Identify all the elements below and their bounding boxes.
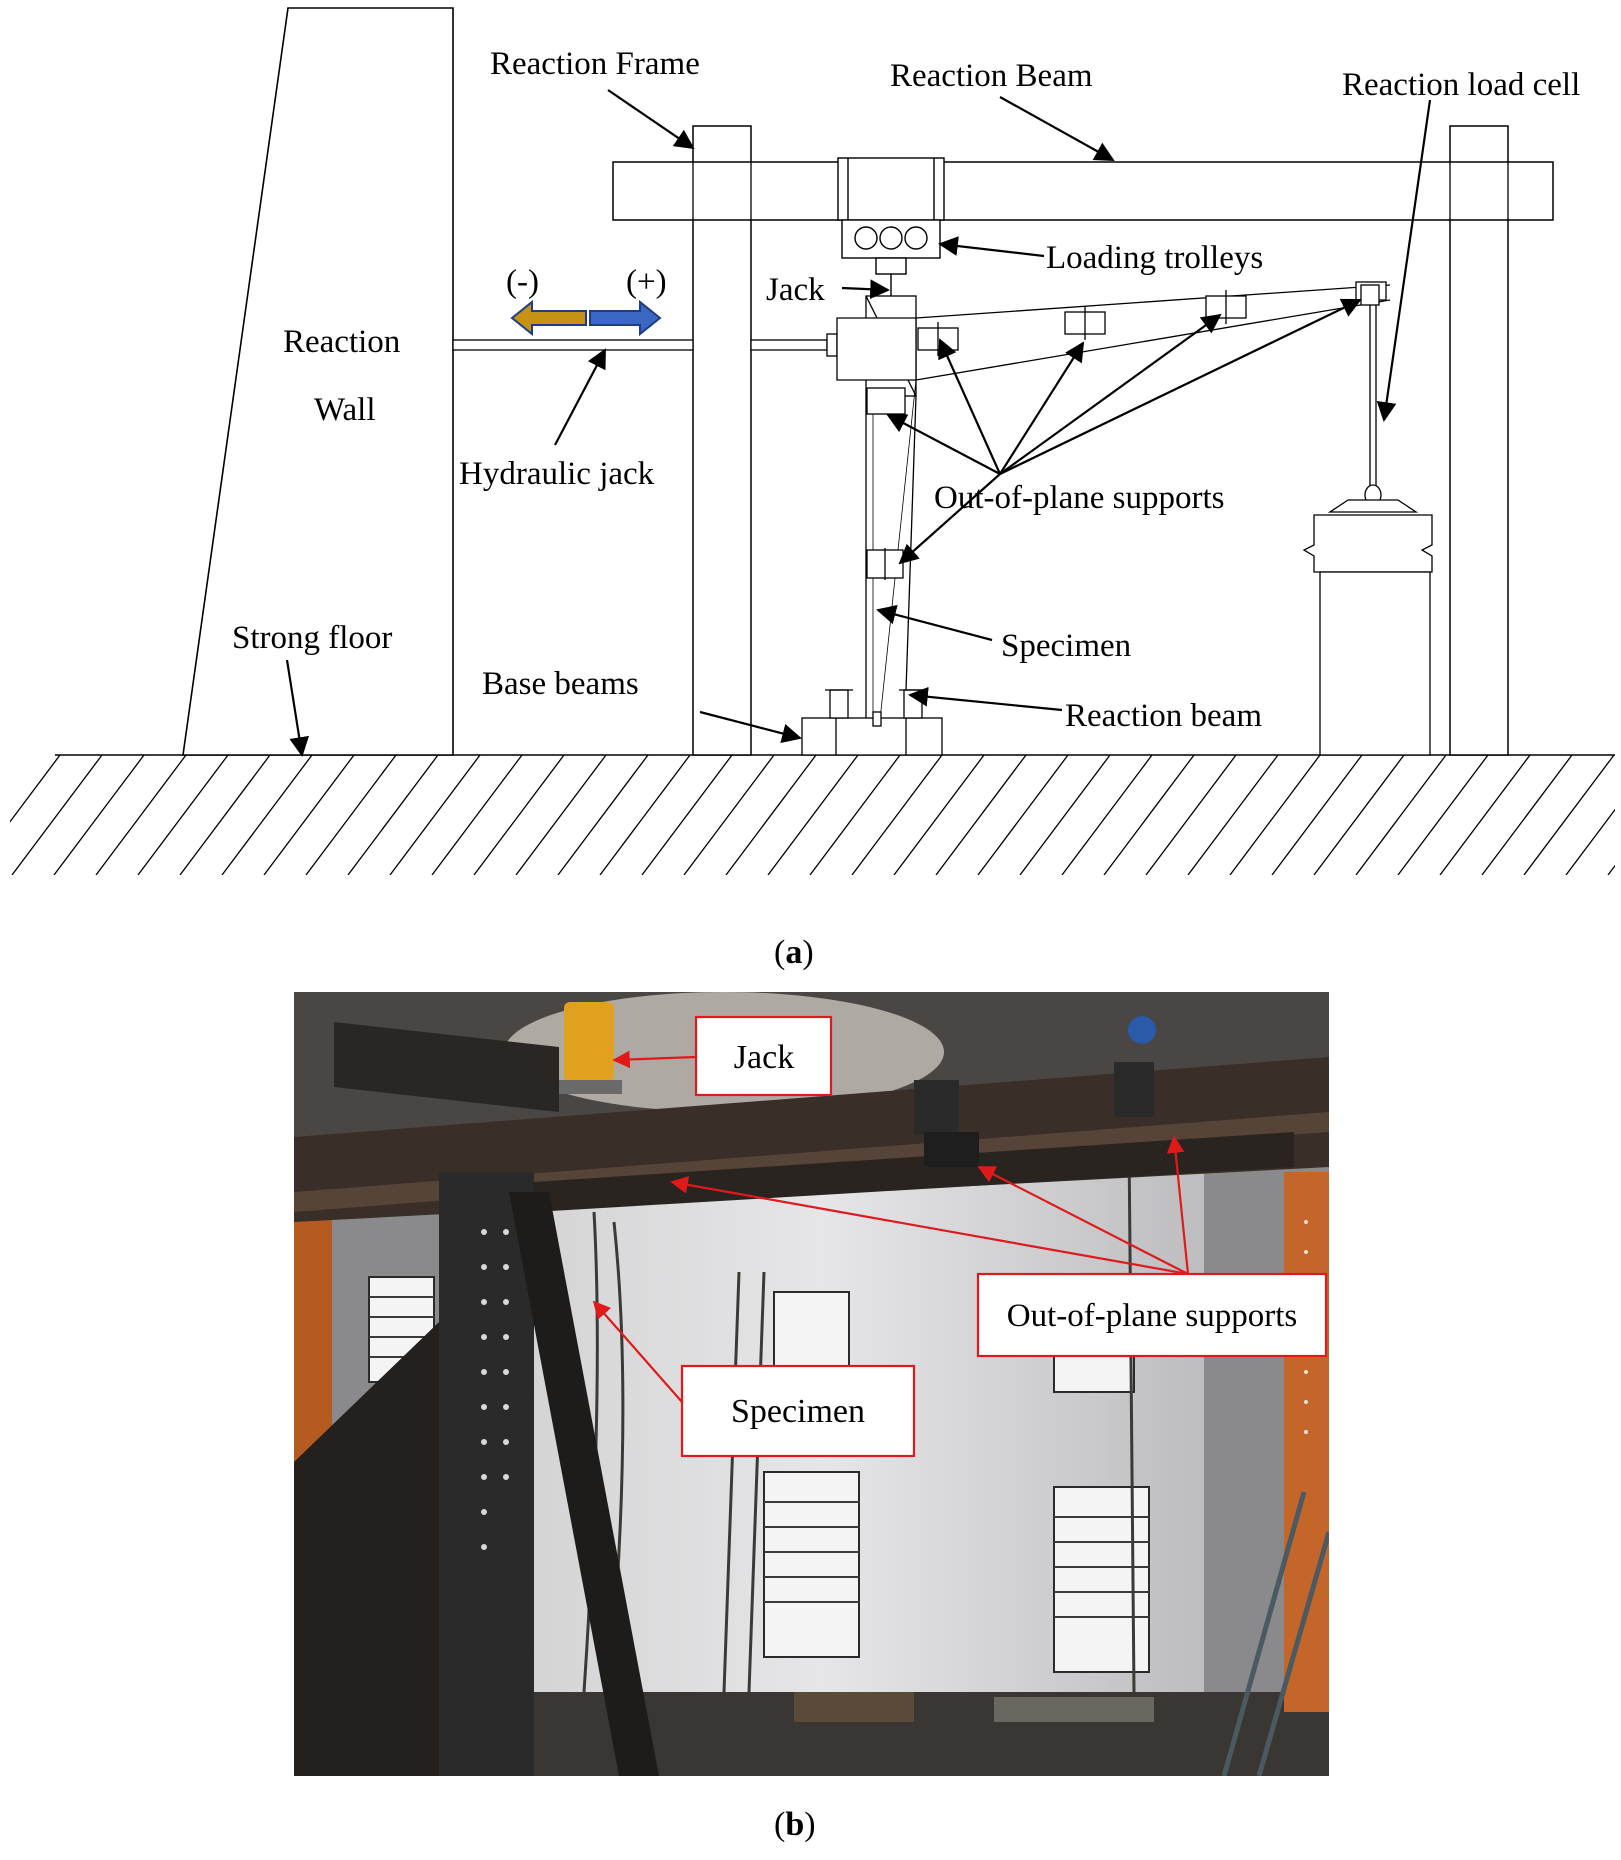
label-reaction-beam-bottom: Reaction beam xyxy=(1065,698,1262,734)
loading-trolley xyxy=(837,157,945,296)
label-reaction-wall-1: Reaction xyxy=(283,324,400,360)
callout-out-of-plane-supports: Out-of-plane supports xyxy=(976,1272,1328,1358)
base-beams xyxy=(801,689,943,756)
caption-a-letter: a xyxy=(785,934,803,971)
loading-frame-column xyxy=(439,1172,534,1776)
out-of-plane-support-boxes xyxy=(866,281,1387,580)
label-jack: Jack xyxy=(766,272,825,308)
label-loading-trolleys: Loading trolleys xyxy=(1046,240,1263,276)
reaction-wall xyxy=(182,7,454,756)
negative-direction-arrow xyxy=(510,299,587,337)
label-specimen: Specimen xyxy=(1001,628,1131,664)
label-reaction-frame: Reaction Frame xyxy=(490,46,700,82)
specimen-frame xyxy=(836,284,1391,721)
reaction-load-cell-assembly xyxy=(1302,284,1433,756)
reaction-frame-column-left xyxy=(692,125,752,756)
label-reaction-beam-top: Reaction Beam xyxy=(890,58,1093,94)
callout-specimen: Specimen xyxy=(680,1364,916,1458)
label-strong-floor: Strong floor xyxy=(232,620,392,656)
positive-direction-arrow xyxy=(589,299,662,337)
label-reaction-wall-2: Wall xyxy=(314,392,376,428)
hydraulic-jack-rod xyxy=(452,333,838,357)
strong-floor-hatch xyxy=(10,755,1615,875)
callout-specimen-label: Specimen xyxy=(731,1393,865,1430)
label-minus: (-) xyxy=(506,264,539,300)
callout-out-of-plane-supports-label: Out-of-plane supports xyxy=(1007,1298,1298,1334)
caption-a: (a) xyxy=(774,934,814,971)
test-setup-photo: Jack Out-of-plane supports Specimen xyxy=(294,992,1329,1776)
loading-direction-arrows xyxy=(510,299,662,337)
photo-callout-arrows xyxy=(592,1050,1190,1403)
label-plus: (+) xyxy=(626,264,667,300)
callout-jack-label: Jack xyxy=(734,1039,794,1076)
callout-jack: Jack xyxy=(694,1015,833,1097)
test-setup-schematic: Reaction Frame Reaction Beam Reaction lo… xyxy=(10,7,1615,875)
label-hydraulic-jack: Hydraulic jack xyxy=(459,456,655,492)
hoist-blue xyxy=(1128,1016,1156,1044)
caption-b: (b) xyxy=(774,1806,816,1843)
leader-arrows xyxy=(285,89,1432,757)
label-base-beams: Base beams xyxy=(482,666,639,702)
specimen-column xyxy=(509,1192,659,1776)
frame-column-right-orange xyxy=(1284,1172,1329,1712)
reaction-frame-column-right xyxy=(1449,125,1509,756)
yellow-jack xyxy=(564,1002,614,1082)
label-out-of-plane-supports: Out-of-plane supports xyxy=(934,480,1225,516)
caption-b-letter: b xyxy=(785,1806,805,1843)
label-reaction-load-cell: Reaction load cell xyxy=(1342,67,1580,103)
reaction-beam-top xyxy=(612,161,1554,221)
